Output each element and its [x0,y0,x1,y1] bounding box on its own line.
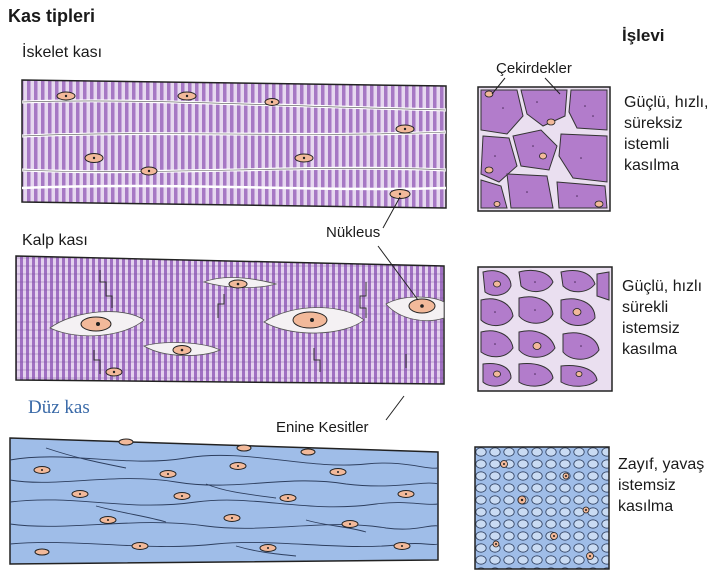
nucleus-pointer-line [378,246,418,300]
cross-section-pointer-line [386,396,404,420]
nuclei-pointer-line [545,78,560,94]
nucleus-pointer-line [383,197,400,228]
nuclei-pointer-line [492,78,505,94]
